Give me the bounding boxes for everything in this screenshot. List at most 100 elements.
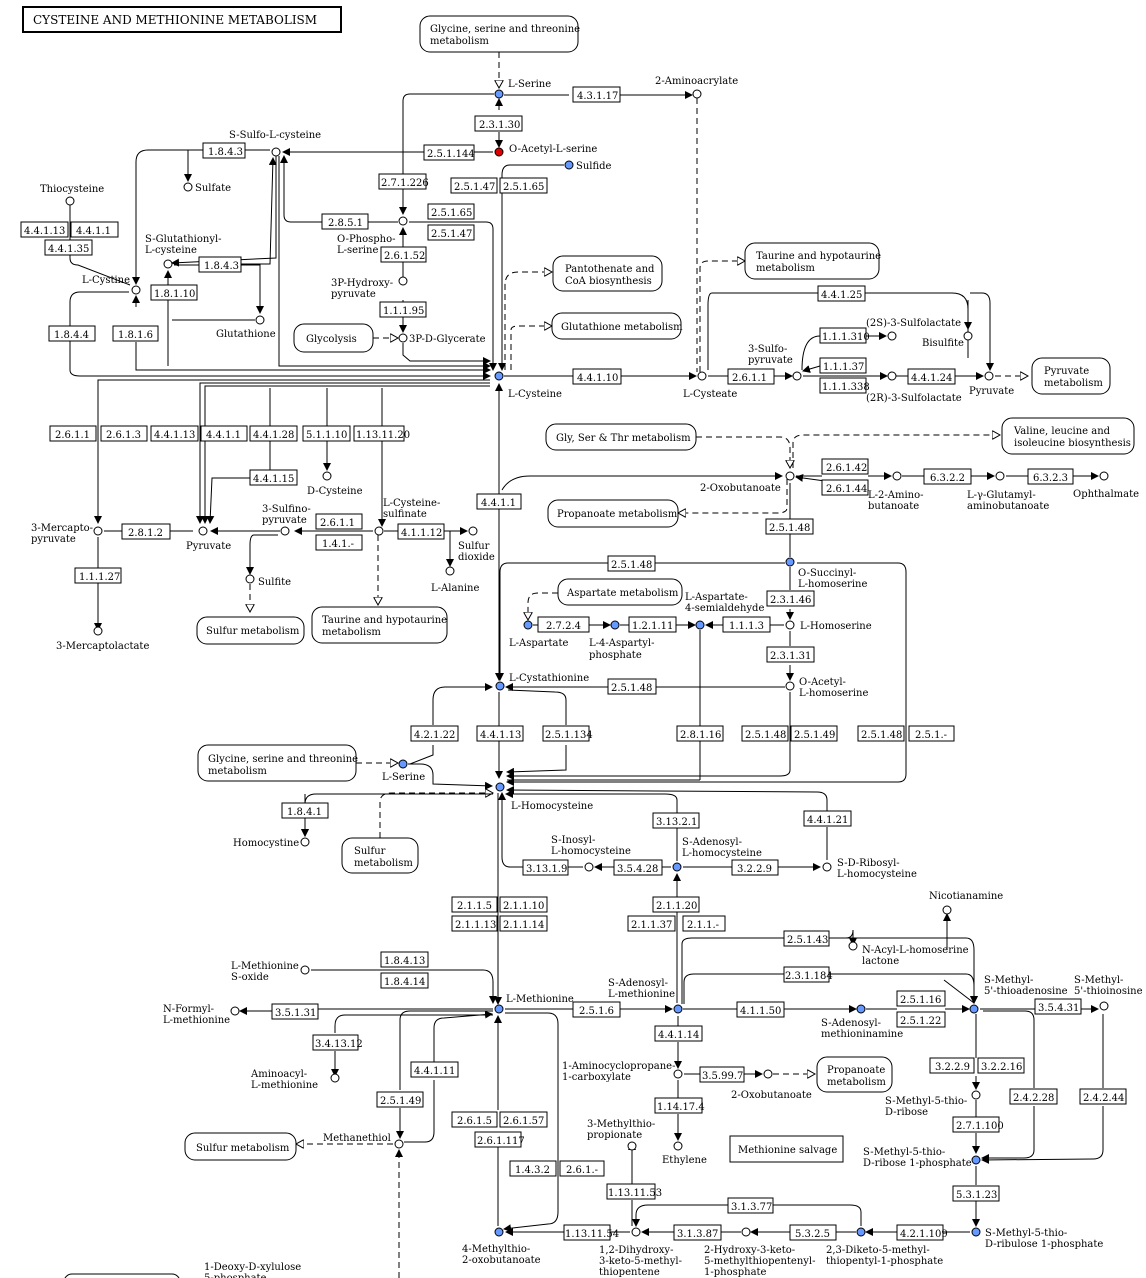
map-glycolysis[interactable]: Glycolysis <box>293 323 374 353</box>
compound-l-cystine[interactable] <box>131 285 141 295</box>
compound-r-sulfolactate[interactable] <box>887 371 897 381</box>
enzyme-4-2-1-22[interactable]: 4.2.1.22 <box>410 725 459 742</box>
enzyme-6-3-2-2[interactable]: 6.3.2.2 <box>923 468 972 485</box>
compound-bisulfite[interactable] <box>963 331 973 341</box>
compound-d-cysteine[interactable] <box>322 471 332 481</box>
enzyme-3-5-1-31[interactable]: 3.5.1.31 <box>271 1003 319 1020</box>
enzyme-3-2-2-9a[interactable]: 3.2.2.9 <box>731 859 779 876</box>
compound-s-inosyl-homocysteine[interactable] <box>584 862 594 872</box>
enzyme-2-6-1-5[interactable]: 2.6.1.5 <box>451 1111 498 1128</box>
enzyme-2-8-1-16[interactable]: 2.8.1.16 <box>676 725 724 742</box>
enzyme-2-4-2-28[interactable]: 2.4.2.28 <box>1009 1088 1058 1105</box>
compound-l-methionine[interactable] <box>494 1004 504 1014</box>
enzyme-2-6-1-44[interactable]: 2.6.1.44 <box>821 479 869 496</box>
compound-diketo-phosphate[interactable] <box>856 1227 866 1237</box>
enzyme-4-4-1-13b[interactable]: 4.4.1.13 <box>150 425 199 442</box>
compound-3-mercaptolactate[interactable] <box>93 626 103 636</box>
enzyme-2-6-1-1a[interactable]: 2.6.1.1 <box>727 368 775 385</box>
enzyme-2-1-1-20[interactable]: 2.1.1.20 <box>652 896 700 913</box>
compound-dihydroxy-keto[interactable] <box>631 1227 641 1237</box>
compound-l-homoserine[interactable] <box>785 620 795 630</box>
compound-2-oxobutanoate[interactable] <box>785 471 795 481</box>
compound-aminoacrylate[interactable] <box>692 89 702 99</box>
enzyme-1-8-1-10[interactable]: 1.8.1.10 <box>150 284 198 301</box>
enzyme-4-4-1-24[interactable]: 4.4.1.24 <box>907 368 956 385</box>
enzyme-2-5-1-43[interactable]: 2.5.1.43 <box>783 930 830 947</box>
map-gly-ser-thr-mid[interactable]: Gly, Ser & Thr metabolism <box>545 423 697 451</box>
enzyme-2-6-1-52[interactable]: 2.6.1.52 <box>380 246 427 263</box>
compound-aminoacyl-methionine[interactable] <box>330 1073 340 1083</box>
enzyme-1-8-4-3b[interactable]: 1.8.4.3 <box>198 256 242 273</box>
enzyme-4-4-1-25[interactable]: 4.4.1.25 <box>817 285 866 302</box>
enzyme-4-4-1-1b[interactable]: 4.4.1.1 <box>200 425 248 442</box>
enzyme-3-5-4-28[interactable]: 3.5.4.28 <box>613 859 663 876</box>
enzyme-2-1-1-14[interactable]: 2.1.1.14 <box>499 915 548 932</box>
enzyme-2-6-1-1c[interactable]: 2.6.1.1 <box>315 513 363 530</box>
compound-s-sulfo-cysteine[interactable] <box>271 147 281 157</box>
enzyme-1-4-3-2[interactable]: 1.4.3.2 <box>509 1160 557 1177</box>
enzyme-1-1-1-310[interactable]: 1.1.1.310 <box>819 327 870 344</box>
compound-s-adenosyl-homocysteine[interactable] <box>672 862 682 872</box>
compound-n-formyl-methionine[interactable] <box>230 1006 240 1016</box>
enzyme-6-3-2-3[interactable]: 6.3.2.3 <box>1027 468 1074 485</box>
compound-methylthiopropionate[interactable] <box>627 1141 637 1151</box>
map-bottom-partial[interactable] <box>64 1273 180 1278</box>
enzyme-2-6-1-1b[interactable]: 2.6.1.1 <box>49 425 97 442</box>
compound-thiocysteine[interactable] <box>65 196 75 206</box>
compound-methanethiol[interactable] <box>394 1139 404 1149</box>
compound-methylthioribose[interactable] <box>971 1090 981 1100</box>
enzyme-3-2-2-16[interactable]: 3.2.2.16 <box>977 1057 1025 1074</box>
enzyme-1-4-1-dash[interactable]: 1.4.1.- <box>315 534 363 551</box>
enzyme-3-13-1-9[interactable]: 3.13.1.9 <box>522 859 569 876</box>
enzyme-2-5-1-49b[interactable]: 2.5.1.49 <box>376 1091 424 1108</box>
compound-l-homocysteine[interactable] <box>495 782 505 792</box>
enzyme-2-4-2-44[interactable]: 2.4.2.44 <box>1079 1088 1127 1105</box>
compound-glutamyl-aminobutanoate[interactable] <box>995 471 1005 481</box>
compound-s-ribosyl-homocysteine[interactable] <box>822 862 832 872</box>
compound-3-mercaptopyruvate[interactable] <box>93 526 103 536</box>
enzyme-2-7-1-226[interactable]: 2.7.1.226 <box>378 173 429 190</box>
enzyme-2-3-1-184[interactable]: 2.3.1.184 <box>783 966 833 983</box>
enzyme-2-5-1-48d[interactable]: 2.5.1.48 <box>741 725 789 742</box>
compound-l-aspartate[interactable] <box>523 620 533 630</box>
compound-cysteine-sulfinate[interactable] <box>374 526 384 536</box>
compound-hydroxy-keto-phosphate[interactable] <box>741 1227 751 1237</box>
enzyme-2-5-1-16[interactable]: 2.5.1.16 <box>896 990 946 1007</box>
enzyme-3-13-2-1[interactable]: 3.13.2.1 <box>652 812 700 829</box>
enzyme-1-8-4-1[interactable]: 1.8.4.1 <box>281 802 329 819</box>
compound-s-glutathionyl[interactable] <box>163 259 173 269</box>
enzyme-4-4-1-28[interactable]: 4.4.1.28 <box>249 425 298 442</box>
enzyme-4-4-1-14[interactable]: 4.4.1.14 <box>654 1025 703 1042</box>
compound-decarboxy-sam[interactable] <box>856 1004 866 1014</box>
enzyme-4-4-1-11[interactable]: 4.4.1.11 <box>410 1061 459 1078</box>
compound-l-serine[interactable] <box>494 89 504 99</box>
compound-sulfide[interactable] <box>564 160 574 170</box>
enzyme-2-5-1-134[interactable]: 2.5.1.134 <box>542 725 593 742</box>
enzyme-5-3-1-23[interactable]: 5.3.1.23 <box>952 1185 1000 1202</box>
enzyme-1-1-1-37[interactable]: 1.1.1.37 <box>819 357 867 374</box>
compound-sulfur-dioxide[interactable] <box>468 526 478 536</box>
compound-methionine-oxide[interactable] <box>300 965 310 975</box>
enzyme-2-5-1-48c[interactable]: 2.5.1.48 <box>607 678 657 695</box>
enzyme-2-1-1-37[interactable]: 2.1.1.37 <box>627 915 676 932</box>
enzyme-1-1-1-3[interactable]: 1.1.1.3 <box>722 616 771 633</box>
compound-nicotianamine[interactable] <box>942 905 952 915</box>
map-glutathione[interactable]: Glutathione metabolism <box>551 312 683 340</box>
enzyme-2-6-1-3[interactable]: 2.6.1.3 <box>100 425 148 442</box>
compound-o-acetyl-serine[interactable] <box>494 147 504 157</box>
enzyme-2-5-1-144[interactable]: 2.5.1.144 <box>423 144 475 161</box>
compound-3pdg[interactable] <box>398 333 408 343</box>
enzyme-2-6-1-42[interactable]: 2.6.1.42 <box>821 458 869 475</box>
enzyme-1-8-4-13[interactable]: 1.8.4.13 <box>380 951 429 968</box>
compound-mtru-1-phosphate[interactable] <box>971 1227 981 1237</box>
enzyme-1-13-11-20[interactable]: 1.13.11.20 <box>353 425 410 442</box>
compound-mtr-1-phosphate[interactable] <box>971 1155 981 1165</box>
compound-glutathione[interactable] <box>255 315 265 325</box>
enzyme-1-1-1-338[interactable]: 1.1.1.338 <box>819 377 870 394</box>
compound-pyruvate-right[interactable] <box>984 371 994 381</box>
enzyme-2-1-1-dash[interactable]: 2.1.1.- <box>682 915 726 932</box>
